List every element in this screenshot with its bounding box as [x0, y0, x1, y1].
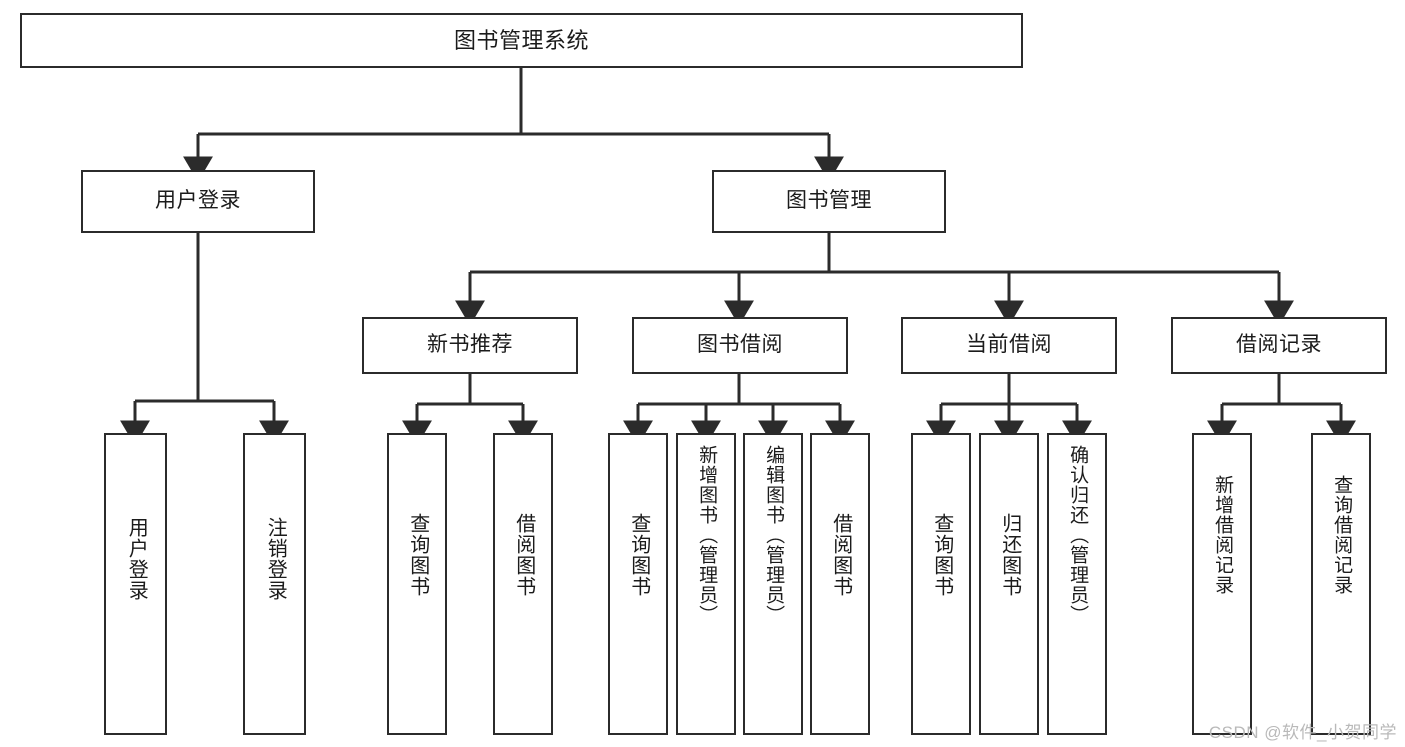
node-leaf-query-book-3[interactable]: 查询图书 [911, 433, 971, 735]
node-leaf-add-book[interactable]: 新增图书（管理员） [676, 433, 736, 735]
node-leaf-query-record-label: 查询借阅记录 [1331, 475, 1353, 595]
node-leaf-edit-book-label: 编辑图书（管理员） [763, 445, 785, 625]
node-borrow-record[interactable]: 借阅记录 [1171, 317, 1387, 374]
node-leaf-query-record[interactable]: 查询借阅记录 [1311, 433, 1371, 735]
node-root-system-label: 图书管理系统 [453, 27, 589, 53]
node-leaf-logout-login[interactable]: 注销登录 [243, 433, 306, 735]
node-leaf-return-book[interactable]: 归还图书 [979, 433, 1039, 735]
node-leaf-borrow-book-1[interactable]: 借阅图书 [493, 433, 553, 735]
node-leaf-add-record-label: 新增借阅记录 [1212, 475, 1234, 595]
node-book-management[interactable]: 图书管理 [712, 170, 946, 233]
node-leaf-query-book-2[interactable]: 查询图书 [608, 433, 668, 735]
node-user-login-label: 用户登录 [155, 189, 241, 213]
node-book-management-label: 图书管理 [786, 189, 872, 213]
node-leaf-borrow-book-2-label: 借阅图书 [829, 513, 852, 597]
node-new-book-recommend[interactable]: 新书推荐 [362, 317, 578, 374]
csdn-watermark: CSDN @软件_小贺同学 [1208, 723, 1397, 742]
node-current-borrow-label: 当前借阅 [966, 333, 1052, 357]
node-root-system[interactable]: 图书管理系统 [20, 13, 1023, 68]
node-leaf-query-book-2-label: 查询图书 [627, 513, 650, 597]
node-current-borrow[interactable]: 当前借阅 [901, 317, 1117, 374]
node-leaf-confirm-return[interactable]: 确认归还（管理员） [1047, 433, 1107, 735]
node-leaf-confirm-return-label: 确认归还（管理员） [1067, 445, 1089, 625]
node-leaf-borrow-book-2[interactable]: 借阅图书 [810, 433, 870, 735]
node-book-borrow-label: 图书借阅 [697, 333, 783, 357]
node-user-login[interactable]: 用户登录 [81, 170, 315, 233]
node-book-borrow[interactable]: 图书借阅 [632, 317, 848, 374]
node-leaf-user-login[interactable]: 用户登录 [104, 433, 167, 735]
node-leaf-add-book-label: 新增图书（管理员） [696, 445, 718, 625]
node-leaf-logout-login-label: 注销登录 [264, 517, 287, 601]
node-borrow-record-label: 借阅记录 [1236, 333, 1322, 357]
node-leaf-query-book-1[interactable]: 查询图书 [387, 433, 447, 735]
node-leaf-edit-book[interactable]: 编辑图书（管理员） [743, 433, 803, 735]
node-leaf-add-record[interactable]: 新增借阅记录 [1192, 433, 1252, 735]
node-leaf-borrow-book-1-label: 借阅图书 [512, 513, 535, 597]
node-leaf-query-book-1-label: 查询图书 [406, 513, 429, 597]
node-leaf-query-book-3-label: 查询图书 [930, 513, 953, 597]
node-leaf-user-login-label: 用户登录 [125, 517, 148, 601]
node-new-book-recommend-label: 新书推荐 [427, 333, 513, 357]
node-leaf-return-book-label: 归还图书 [998, 513, 1021, 597]
